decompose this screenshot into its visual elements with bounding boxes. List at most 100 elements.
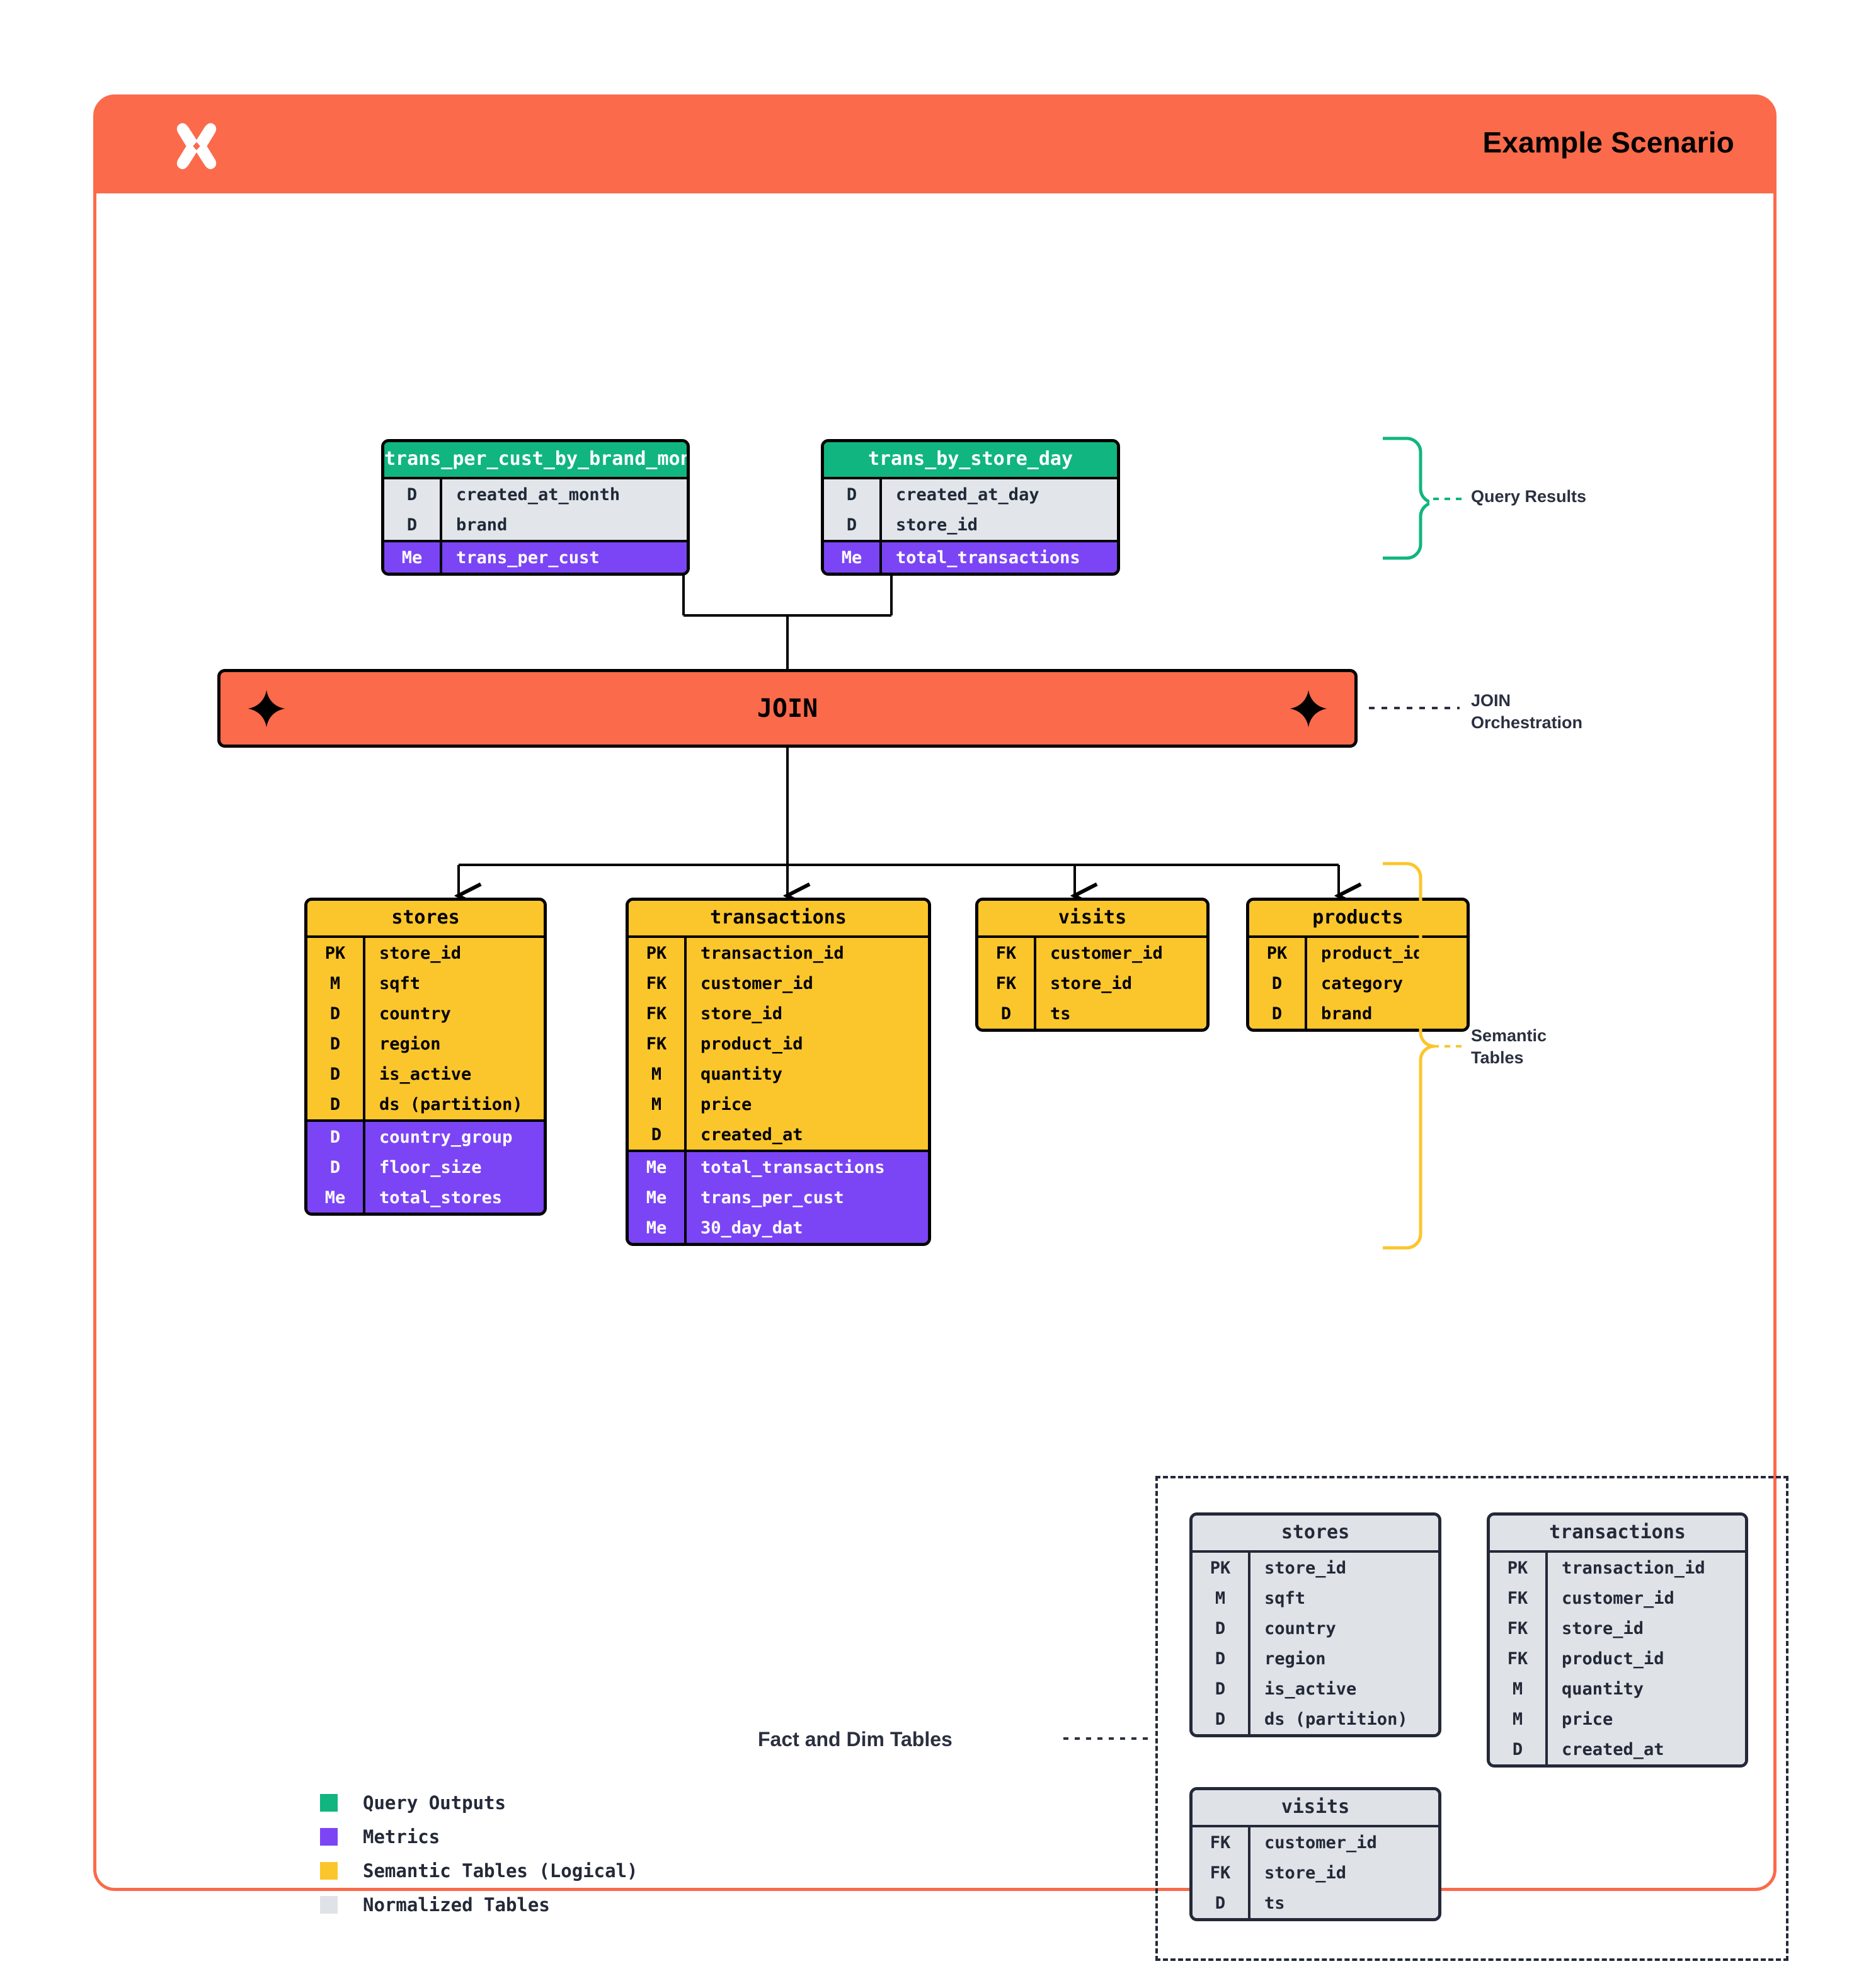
x-sparkle-logo-icon <box>176 123 217 169</box>
table-row: D created_at_day <box>824 479 1117 510</box>
column-key: Me <box>629 1152 687 1182</box>
query-results-brace <box>1383 437 1429 560</box>
table-row: FK store_id <box>978 968 1206 998</box>
column-field: quantity <box>1562 1679 1644 1699</box>
column-key: PK <box>1490 1553 1548 1583</box>
annotation-line: Tables <box>1471 1048 1524 1067</box>
annotation-line: Orchestration <box>1471 712 1583 732</box>
column-field: created_at_day <box>896 484 1039 505</box>
card-header: Example Scenario <box>96 98 1773 193</box>
column-field: store_id <box>1264 1558 1347 1578</box>
column-key: D <box>307 1089 365 1119</box>
fact-and-dim-container <box>1155 1476 1788 1961</box>
table-title: visits <box>1193 1790 1438 1825</box>
legend-item: Query Outputs <box>320 1786 638 1820</box>
column-key: D <box>307 998 365 1029</box>
column-field: category <box>1321 973 1404 993</box>
column-key: M <box>1490 1704 1548 1734</box>
column-field: store_id <box>1050 973 1133 993</box>
column-key: FK <box>978 938 1036 968</box>
fact-and-dim-leader <box>1063 1737 1154 1740</box>
column-field: 30_day_dat <box>701 1218 803 1238</box>
column-field: total_transactions <box>701 1157 885 1177</box>
column-field: created_at_month <box>456 484 621 505</box>
column-field: is_active <box>1264 1679 1357 1699</box>
column-key: Me <box>629 1213 687 1243</box>
column-key: D <box>1249 968 1307 998</box>
legend-item: Semantic Tables (Logical) <box>320 1854 638 1888</box>
column-key: D <box>1249 998 1307 1029</box>
legend-swatch <box>320 1794 338 1812</box>
annotation-line: Semantic <box>1471 1026 1547 1045</box>
column-key: M <box>1193 1583 1250 1613</box>
query-result-table-trans-by-store-day[interactable]: trans_by_store_day D created_at_day D st… <box>821 439 1120 576</box>
column-key: M <box>629 1059 687 1089</box>
annotation-join-orchestration: JOIN Orchestration <box>1471 690 1582 733</box>
legend-swatch <box>320 1896 338 1914</box>
column-key: FK <box>1490 1583 1548 1613</box>
column-key: D <box>1193 1674 1250 1704</box>
column-key: FK <box>1490 1613 1548 1643</box>
query-result-table-trans-per-cust-by-brand-month[interactable]: trans_per_cust_by_brand_month D created_… <box>381 439 690 576</box>
table-row: PK store_id <box>1193 1553 1438 1583</box>
column-key: PK <box>1193 1553 1250 1583</box>
column-key: FK <box>629 998 687 1029</box>
column-key: FK <box>629 1029 687 1059</box>
diagram-card: Example Scenario <box>93 94 1788 1961</box>
legend-label: Metrics <box>363 1826 440 1848</box>
dimension-section: D created_at_month D brand <box>384 477 687 540</box>
table-row: D brand <box>384 510 687 540</box>
table-title: transactions <box>629 901 928 935</box>
column-key: D <box>307 1029 365 1059</box>
annotation-semantic-tables: Semantic Tables <box>1471 1025 1547 1068</box>
column-field: store_id <box>701 1003 783 1024</box>
legend-label: Semantic Tables (Logical) <box>363 1860 638 1882</box>
column-key: FK <box>978 968 1036 998</box>
column-field: product_id <box>1321 943 1424 963</box>
table-title: transactions <box>1490 1516 1745 1550</box>
column-field: ts <box>1050 1003 1071 1024</box>
column-key: D <box>629 1119 687 1150</box>
column-field: ds (partition) <box>1264 1709 1408 1729</box>
column-field: is_active <box>379 1064 472 1084</box>
column-key: M <box>629 1089 687 1119</box>
legend-label: Query Outputs <box>363 1792 506 1814</box>
column-key: M <box>1490 1674 1548 1704</box>
column-field: region <box>1264 1648 1326 1669</box>
column-key: D <box>1193 1704 1250 1734</box>
table-title: products <box>1249 901 1467 935</box>
join-orchestration-bar[interactable]: JOIN <box>217 669 1358 748</box>
table-row: Me 30_day_dat <box>629 1213 928 1243</box>
table-title: trans_by_store_day <box>824 442 1117 477</box>
semantic-tables-brace <box>1383 862 1435 1250</box>
column-field: floor_size <box>379 1157 482 1177</box>
column-key: D <box>824 510 882 540</box>
column-key: Me <box>384 542 442 573</box>
